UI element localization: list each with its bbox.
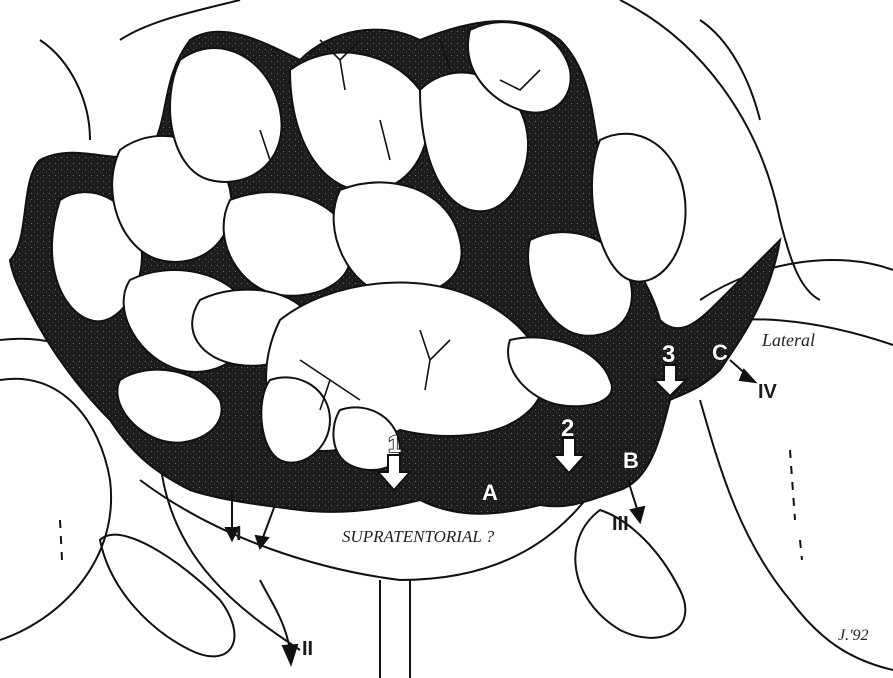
label-II: II bbox=[302, 638, 313, 660]
handwritten-lateral: Lateral bbox=[761, 330, 815, 350]
label-I: I bbox=[236, 523, 242, 545]
dashed-line-right bbox=[790, 450, 802, 560]
right-lower-oval bbox=[575, 510, 685, 638]
arrow-III-line bbox=[628, 480, 638, 512]
handwritten-supratentorial: SUPRATENTORIAL ? bbox=[342, 527, 495, 546]
label-A: A bbox=[482, 480, 498, 505]
label-1: 1 bbox=[388, 431, 401, 458]
arrow-IV-head bbox=[740, 370, 755, 382]
signature: J.'92 bbox=[838, 627, 869, 644]
left-lower-oval bbox=[100, 535, 234, 657]
label-III: III bbox=[612, 513, 629, 535]
left-inner-outline bbox=[0, 379, 111, 640]
label-C: C bbox=[712, 340, 728, 365]
midline-stalk bbox=[380, 580, 410, 678]
label-2: 2 bbox=[561, 415, 574, 442]
label-B: B bbox=[623, 448, 639, 473]
arrow-I-b-line bbox=[262, 505, 275, 540]
cerebellar-folia bbox=[52, 22, 686, 470]
arrow-II-head bbox=[283, 645, 297, 664]
label-IV: IV bbox=[758, 381, 778, 403]
dashed-line-left bbox=[60, 520, 62, 560]
arrow-III-head bbox=[631, 507, 644, 522]
label-3: 3 bbox=[662, 341, 675, 368]
arrow-I-b-head bbox=[256, 536, 268, 548]
